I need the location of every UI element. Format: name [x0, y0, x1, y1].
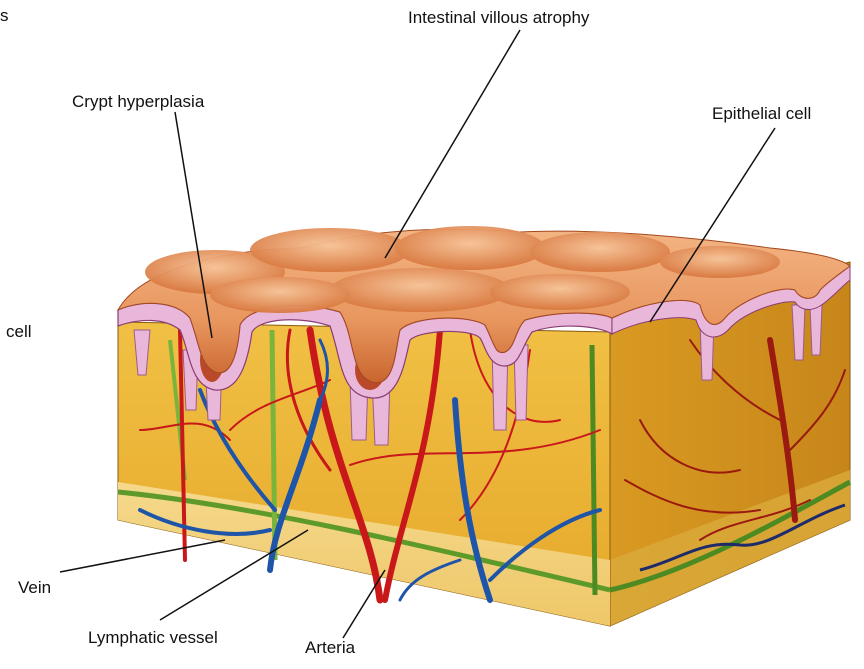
label-epithelial-cell: Epithelial cell — [712, 104, 811, 124]
label-intestinal-villous-atrophy: Intestinal villous atrophy — [408, 8, 589, 28]
label-crypt-hyperplasia: Crypt hyperplasia — [72, 92, 204, 112]
lymphatic-vertical-2 — [592, 345, 595, 595]
label-arteria: Arteria — [305, 638, 355, 658]
label-lymphatic-vessel: Lymphatic vessel — [88, 628, 218, 648]
label-left-cell-fragment: cell — [6, 322, 32, 342]
label-top-left-fragment: s — [0, 6, 9, 26]
leader-intestinal-villous-atrophy — [385, 30, 520, 258]
leader-vein — [60, 540, 225, 572]
label-vein: Vein — [18, 578, 51, 598]
leader-arteria — [343, 570, 385, 638]
lymphatic-vertical-1 — [272, 330, 275, 560]
